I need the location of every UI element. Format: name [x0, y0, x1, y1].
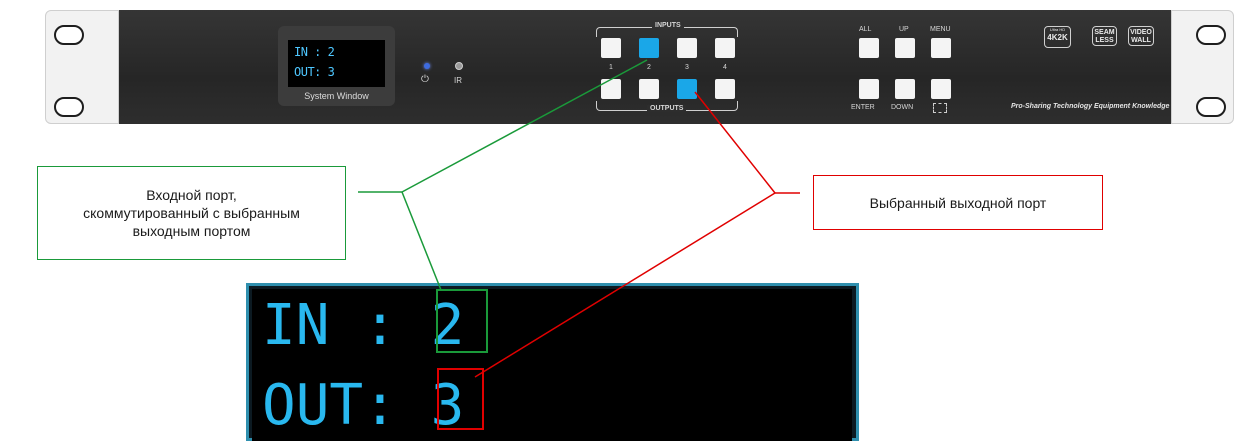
rack-mount-hole: [1196, 25, 1226, 45]
badge-seamless: SEAM LESS: [1092, 26, 1117, 46]
input-button-1[interactable]: [601, 38, 621, 58]
callout-output-port-text: Выбранный выходной порт: [869, 194, 1047, 211]
system-window-label: System Window: [304, 91, 369, 101]
brand-tagline: Pro-Sharing Technology Equipment Knowled…: [1011, 103, 1170, 110]
down-label: DOWN: [891, 104, 914, 111]
badge-4k2k-top: Ultra HD: [1049, 27, 1066, 32]
callout-output-port: Выбранный выходной порт: [813, 175, 1103, 230]
rack-mount-hole: [1196, 97, 1226, 117]
layout-button[interactable]: [931, 79, 951, 99]
down-button[interactable]: [895, 79, 915, 99]
multiview-layout-icon: [933, 103, 947, 113]
output-button-2[interactable]: [639, 79, 659, 99]
red-highlight-box: [437, 368, 484, 430]
red-leader-to-output: [694, 91, 776, 194]
menu-label: MENU: [930, 26, 951, 33]
system-window-screen: IN : 2 OUT: 3: [288, 40, 385, 87]
power-icon: ⏻: [421, 74, 429, 85]
callout-input-port-text: Входной порт, скоммутированный с выбранн…: [83, 187, 300, 239]
badge-4k2k: Ultra HD 4K2K: [1044, 26, 1071, 48]
up-button[interactable]: [895, 38, 915, 58]
screen-line-in: IN : 2: [294, 45, 335, 59]
port-number-1: 1: [609, 64, 613, 71]
red-leader-to-zoom: [474, 192, 776, 378]
green-highlight-box: [436, 289, 488, 353]
outputs-label: OUTPUTS: [647, 105, 687, 112]
zoom-line-in-prefix: IN :: [262, 293, 431, 358]
rack-mount-hole: [54, 97, 84, 117]
power-led: [424, 63, 430, 69]
up-label: UP: [899, 26, 909, 33]
output-button-4[interactable]: [715, 79, 735, 99]
inputs-label: INPUTS: [652, 22, 684, 29]
callout-input-port: Входной порт, скоммутированный с выбранн…: [37, 166, 346, 260]
ir-label: IR: [454, 76, 462, 85]
ir-sensor-icon: [455, 62, 463, 70]
port-number-4: 4: [723, 64, 727, 71]
green-leader-to-input: [401, 59, 648, 193]
zoom-display-screen: [252, 289, 852, 441]
enter-label: ENTER: [851, 104, 875, 111]
screen-line-out: OUT: 3: [294, 65, 335, 79]
input-button-3[interactable]: [677, 38, 697, 58]
zoom-output-value: 3: [430, 373, 465, 438]
badge-video-wall: VIDEO WALL: [1128, 26, 1154, 46]
green-leader-to-zoom: [401, 191, 442, 291]
zoom-line-out: OUT: 3: [262, 376, 464, 436]
all-label: ALL: [859, 26, 872, 33]
menu-button[interactable]: [931, 38, 951, 58]
port-number-3: 3: [685, 64, 689, 71]
output-button-1[interactable]: [601, 79, 621, 99]
zoom-line-out-prefix: OUT:: [262, 373, 431, 438]
all-button[interactable]: [859, 38, 879, 58]
input-button-4[interactable]: [715, 38, 735, 58]
enter-button[interactable]: [859, 79, 879, 99]
input-button-2-selected[interactable]: [639, 38, 659, 58]
badge-4k2k-main: 4K2K: [1047, 33, 1068, 42]
port-number-2: 2: [647, 64, 651, 71]
rack-mount-hole: [54, 25, 84, 45]
rack-ear-left: [45, 10, 119, 124]
output-button-3-selected[interactable]: [677, 79, 697, 99]
